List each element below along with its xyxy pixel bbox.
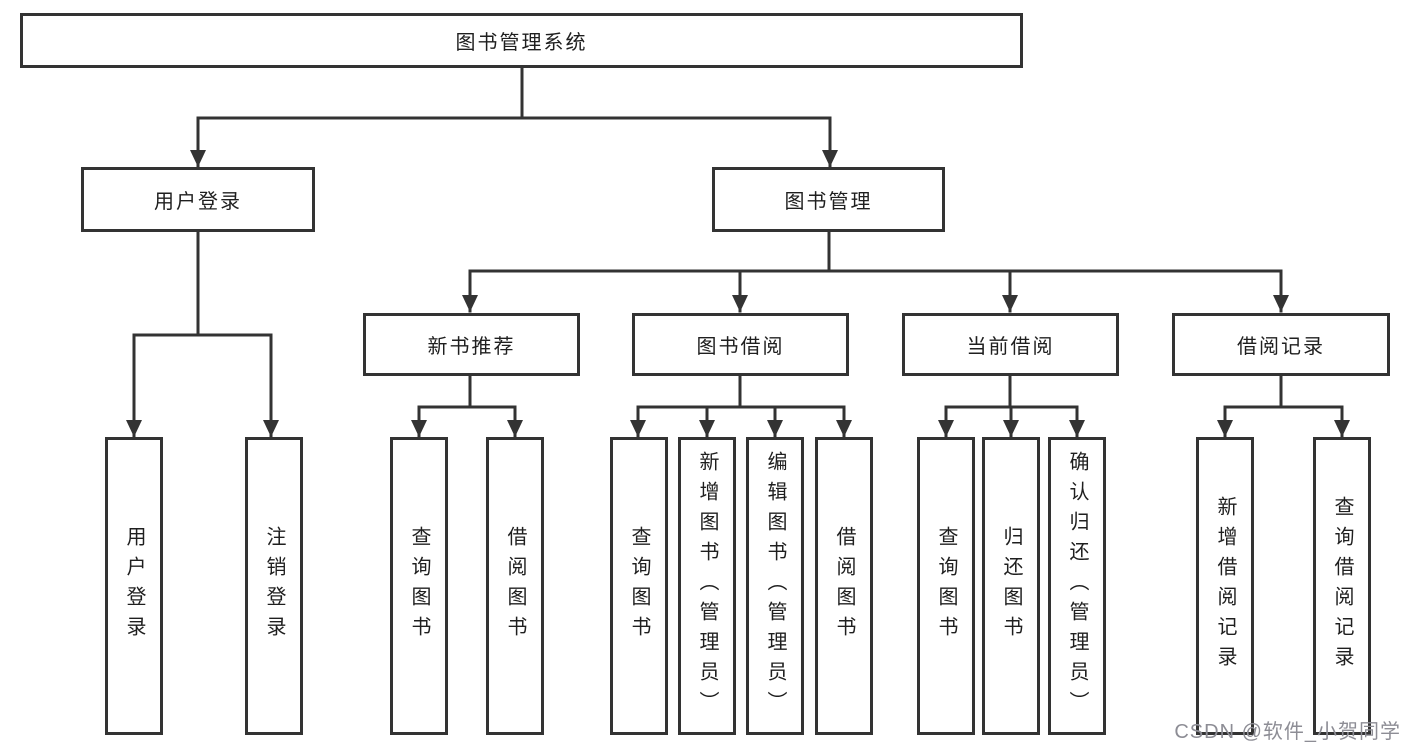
node-current-borrow: 当前借阅 bbox=[902, 313, 1119, 376]
node-new-book-rec: 新书推荐 bbox=[363, 313, 580, 376]
leaf-cb-return-book: 归还图书 bbox=[982, 437, 1040, 735]
node-book-borrow: 图书借阅 bbox=[632, 313, 849, 376]
leaf-bb-edit-book: 编辑图书（管理员） bbox=[746, 437, 804, 735]
leaf-user-login: 用户登录 bbox=[105, 437, 163, 735]
connector-book-borrow-children bbox=[630, 374, 852, 438]
leaf-br-add-record: 新增借阅记录 bbox=[1196, 437, 1254, 735]
node-borrow-record: 借阅记录 bbox=[1172, 313, 1390, 376]
connector-borrow-record-children bbox=[1217, 374, 1350, 438]
connector-current-borrow-children bbox=[938, 374, 1085, 438]
leaf-cb-query-book: 查询图书 bbox=[917, 437, 975, 735]
leaf-bb-borrow-book: 借阅图书 bbox=[815, 437, 873, 735]
leaf-nbr-query-book: 查询图书 bbox=[390, 437, 448, 735]
connector-root-to-level1 bbox=[190, 66, 838, 168]
node-root: 图书管理系统 bbox=[20, 13, 1023, 68]
connector-new-book-rec-children bbox=[411, 374, 523, 438]
connector-user-login-children bbox=[126, 230, 279, 438]
leaf-bb-query-book: 查询图书 bbox=[610, 437, 668, 735]
leaf-bb-add-book: 新增图书（管理员） bbox=[678, 437, 736, 735]
leaf-nbr-borrow-book: 借阅图书 bbox=[486, 437, 544, 735]
leaf-logout: 注销登录 bbox=[245, 437, 303, 735]
node-book-mgmt: 图书管理 bbox=[712, 167, 945, 232]
node-user-login: 用户登录 bbox=[81, 167, 315, 232]
watermark: CSDN @软件_小贺同学 bbox=[1174, 721, 1401, 743]
connector-book-mgmt-children bbox=[462, 230, 1289, 313]
leaf-br-query-record: 查询借阅记录 bbox=[1313, 437, 1371, 735]
leaf-cb-confirm-return: 确认归还（管理员） bbox=[1048, 437, 1106, 735]
